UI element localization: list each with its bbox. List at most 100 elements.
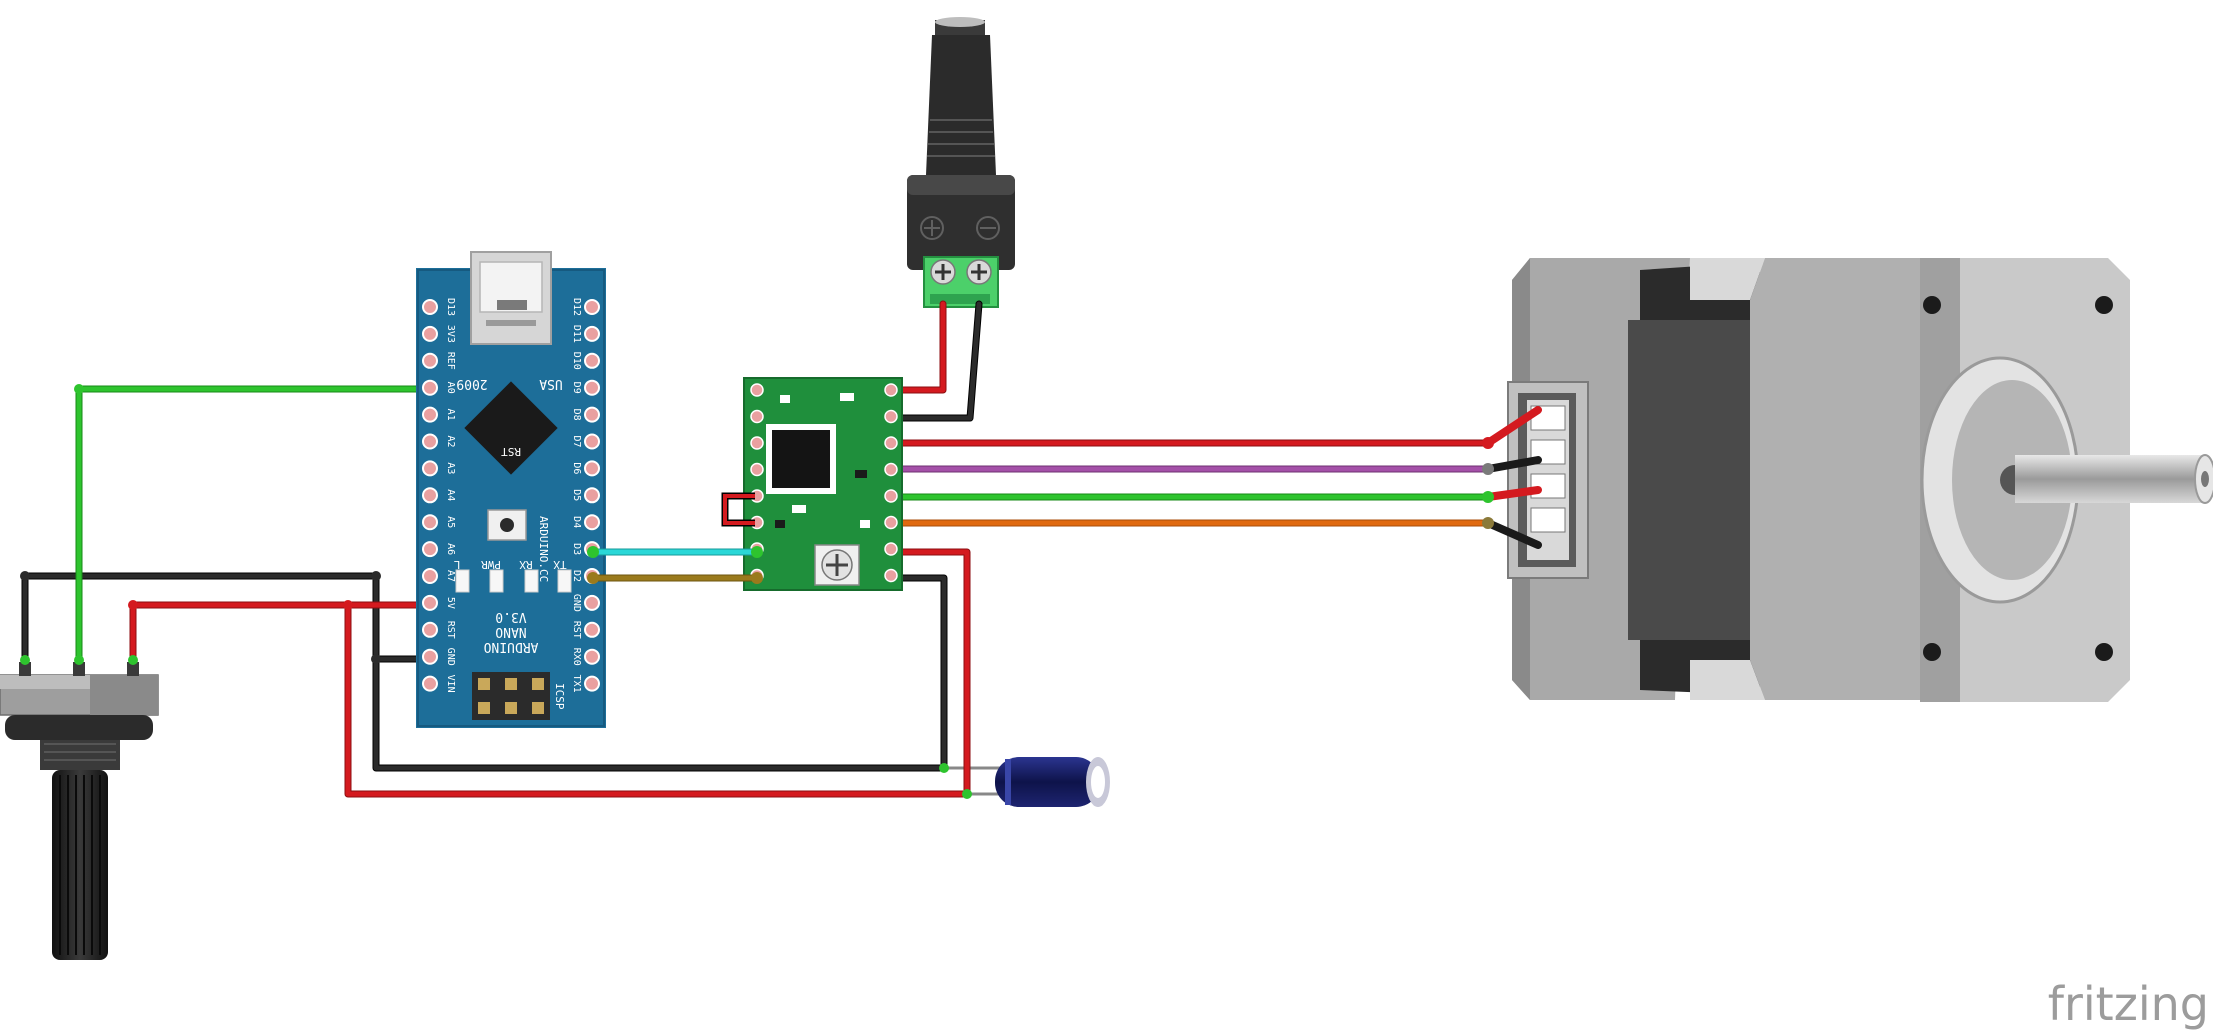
pin-right-d8 — [584, 406, 600, 423]
motor-connector — [1507, 381, 1589, 579]
pin-label: A1 — [445, 409, 456, 421]
jack-wire-red — [890, 301, 946, 393]
pin-right-rst — [584, 621, 600, 638]
pin-left-a6 — [422, 541, 438, 558]
driver-pin — [884, 542, 898, 556]
pin-left-rst — [422, 621, 438, 638]
fritzing-watermark: fritzing — [2048, 977, 2209, 1031]
pin-label: GND — [445, 648, 456, 666]
pin-label: D2 — [571, 570, 582, 582]
driver-pot — [814, 544, 860, 586]
pin-label: D6 — [571, 462, 582, 474]
pin-label: RX0 — [571, 648, 582, 666]
driver-pin — [884, 515, 898, 530]
pin-label: A2 — [445, 435, 456, 447]
driver-pin — [884, 462, 898, 477]
driver-pin — [884, 568, 898, 583]
pin-right-d4 — [584, 514, 600, 531]
driver-pin — [750, 409, 764, 424]
pin-left-d13 — [422, 299, 438, 315]
led-label-tx: TX — [553, 558, 567, 571]
pin-right-d10 — [584, 352, 600, 369]
board-site: ARDUINO.CC — [537, 516, 550, 582]
rst-label: RST — [501, 445, 521, 458]
arduino-nano: ARDUINO NANO V3.0 2009 USA RST L PWR RX … — [416, 251, 606, 728]
led-label-l: L — [453, 558, 460, 571]
pin-label: TX1 — [571, 675, 582, 693]
pin-right-d11 — [584, 325, 600, 342]
pin-left-5v — [422, 594, 438, 611]
board-name-line-2: NANO — [495, 624, 526, 639]
pin-label: A3 — [445, 462, 456, 474]
dc-barrel-jack — [907, 17, 1015, 308]
pin-left-a4 — [422, 487, 438, 504]
pin-label: A0 — [445, 382, 456, 394]
board-year: 2009 — [456, 376, 487, 391]
icsp-header — [472, 672, 550, 720]
pin-label: D7 — [571, 435, 582, 447]
pin-left-a5 — [422, 514, 438, 531]
board-name-line-3: V3.0 — [495, 609, 526, 624]
pin-label: 3V3 — [445, 325, 456, 343]
pin-label: A5 — [445, 516, 456, 528]
pin-left-a1 — [422, 406, 438, 423]
driver-pin — [750, 462, 764, 477]
jack-wires — [889, 300, 983, 422]
motor-wire-red-1 — [887, 406, 1542, 447]
pin-label: D3 — [571, 543, 582, 555]
motor-wire-orange — [887, 519, 1542, 549]
pin-left-vin — [422, 675, 438, 692]
pin-label: A7 — [445, 570, 456, 582]
pin-label: 5V — [445, 597, 456, 609]
pin-label: D11 — [571, 325, 582, 343]
pin-label: D8 — [571, 409, 582, 421]
motor-shaft — [2015, 455, 2205, 503]
pin-right-tx1 — [584, 675, 600, 692]
pin-right-d7 — [584, 433, 600, 450]
pin-left-ref — [422, 352, 438, 369]
pin-label: VIN — [445, 675, 456, 693]
motor-wires — [887, 406, 1542, 549]
pin-right-d9 — [584, 379, 600, 396]
pin-right-rx0 — [584, 648, 600, 665]
pin-left-a3 — [422, 460, 438, 477]
screw-terminal — [923, 256, 999, 308]
pin-label: D4 — [571, 516, 582, 528]
stepper-driver — [721, 377, 903, 591]
pin-label: GND — [571, 594, 582, 612]
pin-label: RST — [445, 621, 456, 639]
driver-pin — [750, 383, 764, 397]
pin-left-a0 — [422, 379, 438, 396]
microcontroller-chip — [464, 381, 558, 475]
pin-left-gnd — [422, 648, 438, 665]
pin-label: D13 — [445, 298, 456, 316]
driver-jumper-wire — [723, 494, 755, 525]
pin-left-a7 — [422, 568, 438, 584]
jack-wire-black — [890, 301, 982, 421]
screw-hole — [1923, 296, 1941, 314]
pin-label: RST — [571, 621, 582, 639]
stepper-motor — [1507, 258, 2213, 702]
pin-label: D5 — [571, 489, 582, 501]
motor-wire-green — [887, 486, 1542, 501]
motor-wire-purple — [887, 456, 1542, 473]
pin-headers: D133V3REFA0A1A2A3A4A5A6A75VRSTGNDVIND12D… — [422, 298, 600, 693]
potentiometer — [0, 655, 159, 960]
pin-right-d6 — [584, 460, 600, 477]
led-label-rx: RX — [519, 558, 533, 571]
screw-hole — [2095, 296, 2113, 314]
signal-wires — [587, 546, 763, 584]
pin-left-a2 — [422, 433, 438, 450]
driver-pin — [884, 383, 898, 397]
driver-pin — [884, 409, 898, 424]
pin-left-3v3 — [422, 325, 438, 342]
pin-right-d12 — [584, 299, 600, 315]
pin-label: A6 — [445, 543, 456, 555]
driver-chip — [772, 430, 830, 488]
icsp-label: ICSP — [553, 683, 566, 710]
capacitor — [944, 757, 1110, 807]
led-label-pwr: PWR — [481, 558, 501, 571]
pin-label: REF — [445, 352, 456, 370]
pin-label: D10 — [571, 352, 582, 370]
